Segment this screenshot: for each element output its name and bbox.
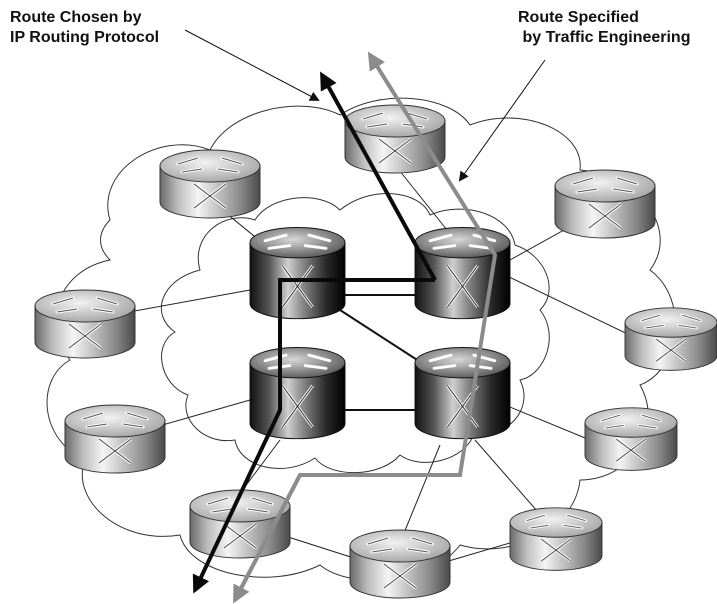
te-route-callout-arrow xyxy=(458,59,546,182)
ip-route-callout-arrow xyxy=(184,29,320,101)
ip-route-label: Route Chosen by IP Routing Protocol xyxy=(10,9,160,46)
traffic-engineering-route-tail xyxy=(233,474,302,604)
router-icon xyxy=(63,403,167,475)
router-icon xyxy=(158,148,262,220)
router-icon xyxy=(348,528,452,600)
router-icon xyxy=(413,346,512,441)
router-icon xyxy=(248,346,347,441)
router-icon xyxy=(248,226,347,321)
ip-routing-route xyxy=(192,278,435,594)
te-route-label: Route Specified by Traffic Engineering xyxy=(518,9,691,46)
ip-routing-route-up xyxy=(320,71,437,281)
router-icon xyxy=(33,288,137,360)
router-icon xyxy=(508,506,604,572)
core-links xyxy=(339,294,426,411)
router-icon xyxy=(343,103,447,175)
router-icon xyxy=(583,406,679,472)
router-icon xyxy=(623,306,717,372)
inner-cloud xyxy=(160,193,550,474)
router-icon xyxy=(553,168,657,240)
outer-cloud xyxy=(46,97,676,581)
